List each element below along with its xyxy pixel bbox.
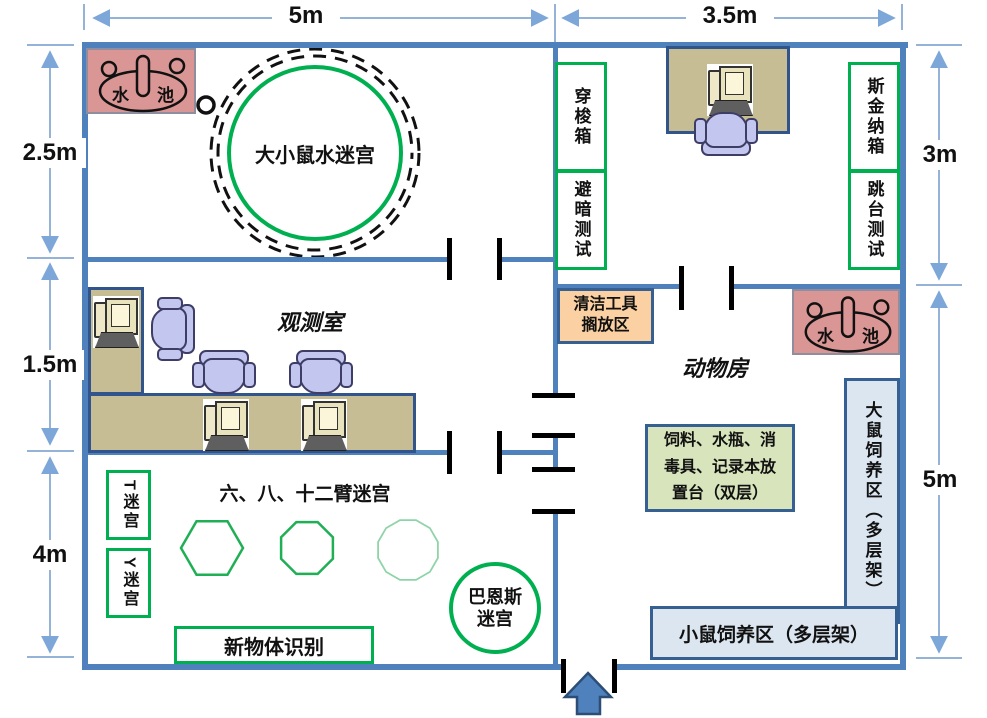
dim-top-5m: 5m	[272, 2, 340, 30]
dim-left-2-5m: 2.5m	[14, 138, 86, 168]
dim-left-4m: 4m	[26, 540, 74, 570]
chair-icon	[289, 350, 353, 396]
computer-icon	[203, 399, 249, 451]
chair-icon	[694, 110, 758, 156]
door-jamb	[497, 238, 502, 280]
computer-icon	[301, 399, 347, 451]
wall-center-lower	[553, 512, 558, 664]
supply-line3: 置台（双层）	[671, 485, 768, 503]
sink: 水 池	[86, 48, 196, 114]
dodecagon-maze-shape	[377, 519, 439, 581]
door-jamb	[679, 266, 684, 310]
dark-avoidance-label: 避暗测试	[555, 170, 607, 270]
wall-obs-bottom-b	[500, 450, 553, 455]
step-down-label: 跳台测试	[848, 170, 900, 270]
mouse-area-label: 小鼠饲养区（多层架）	[650, 606, 898, 660]
door-jamb	[532, 509, 575, 514]
wall-right	[900, 42, 906, 670]
animal-room-title: 动物房	[681, 356, 748, 381]
sink: 水 池	[792, 289, 900, 355]
sink-label-left: 水	[817, 327, 834, 346]
cleaning-area-line2: 搁放区	[581, 317, 630, 334]
entrance-jamb	[612, 659, 617, 693]
dim-right-5m: 5m	[916, 465, 964, 495]
rat-area-label: 大鼠饲养区（多层架）	[844, 378, 900, 624]
wall-testroom-bottom-b	[732, 284, 900, 289]
dim-left-1-5m: 1.5m	[16, 350, 84, 380]
wall-left	[82, 42, 88, 670]
supply-table-box: 饲料、水瓶、消 毒具、记录本放 置台（双层）	[645, 424, 795, 512]
door-jamb	[497, 431, 502, 474]
sink-label-left: 水	[112, 86, 129, 105]
door-jamb	[532, 433, 575, 438]
chair-icon	[192, 350, 256, 396]
sink-label-right: 池	[157, 86, 174, 105]
water-maze-label: 大小鼠水迷宫	[255, 144, 375, 167]
chair-icon	[149, 297, 195, 361]
y-maze-label: Y迷宫	[106, 548, 151, 618]
wall-center-mid	[553, 436, 558, 470]
novel-object-box: 新物体识别	[174, 626, 374, 664]
wall-bottom-left	[82, 664, 566, 670]
t-maze-label: T迷宫	[106, 470, 151, 540]
wall-testroom-bottom-a	[558, 284, 682, 289]
sink-label-right: 池	[862, 327, 879, 346]
desk	[88, 287, 144, 395]
barnes-maze-circle: 巴恩斯 迷宫	[449, 562, 541, 654]
entrance-arrow-icon	[562, 671, 614, 716]
arm-maze-label: 六、八、十二臂迷宫	[219, 483, 391, 505]
door-jamb	[447, 238, 452, 280]
supply-line1: 饲料、水瓶、消	[663, 432, 776, 450]
dim-right-3m: 3m	[916, 140, 964, 170]
door-jamb	[729, 266, 734, 310]
octagon-maze-shape	[279, 520, 335, 576]
sink-icon	[804, 296, 892, 353]
desk	[88, 393, 416, 453]
entrance-jamb	[561, 659, 566, 693]
dim-top-3-5m: 3.5m	[686, 2, 774, 30]
wall-bottom-right	[616, 664, 906, 670]
wall-obs-top-a	[88, 257, 450, 262]
desk	[666, 46, 790, 134]
door-jamb	[532, 393, 575, 398]
cleaning-area-box: 清洁工具 搁放区	[557, 288, 654, 344]
door-jamb	[532, 467, 575, 472]
wall-obs-top-b	[500, 257, 553, 262]
skinner-box-label: 斯金纳箱	[848, 62, 900, 172]
door-jamb	[447, 431, 452, 474]
observation-room-title: 观测室	[276, 310, 343, 335]
sink-icon	[98, 54, 188, 113]
computer-icon	[707, 64, 753, 116]
cleaning-area-line1: 清洁工具	[573, 296, 638, 314]
barnes-line2: 迷宫	[477, 609, 513, 629]
barnes-line1: 巴恩斯	[468, 586, 522, 607]
supply-line2: 毒具、记录本放	[663, 458, 776, 476]
computer-icon	[93, 296, 139, 348]
hexagon-maze-shape	[179, 519, 245, 577]
shuttle-box-label: 穿梭箱	[555, 62, 607, 172]
stool-circle	[196, 95, 216, 115]
wall-top	[82, 42, 908, 48]
